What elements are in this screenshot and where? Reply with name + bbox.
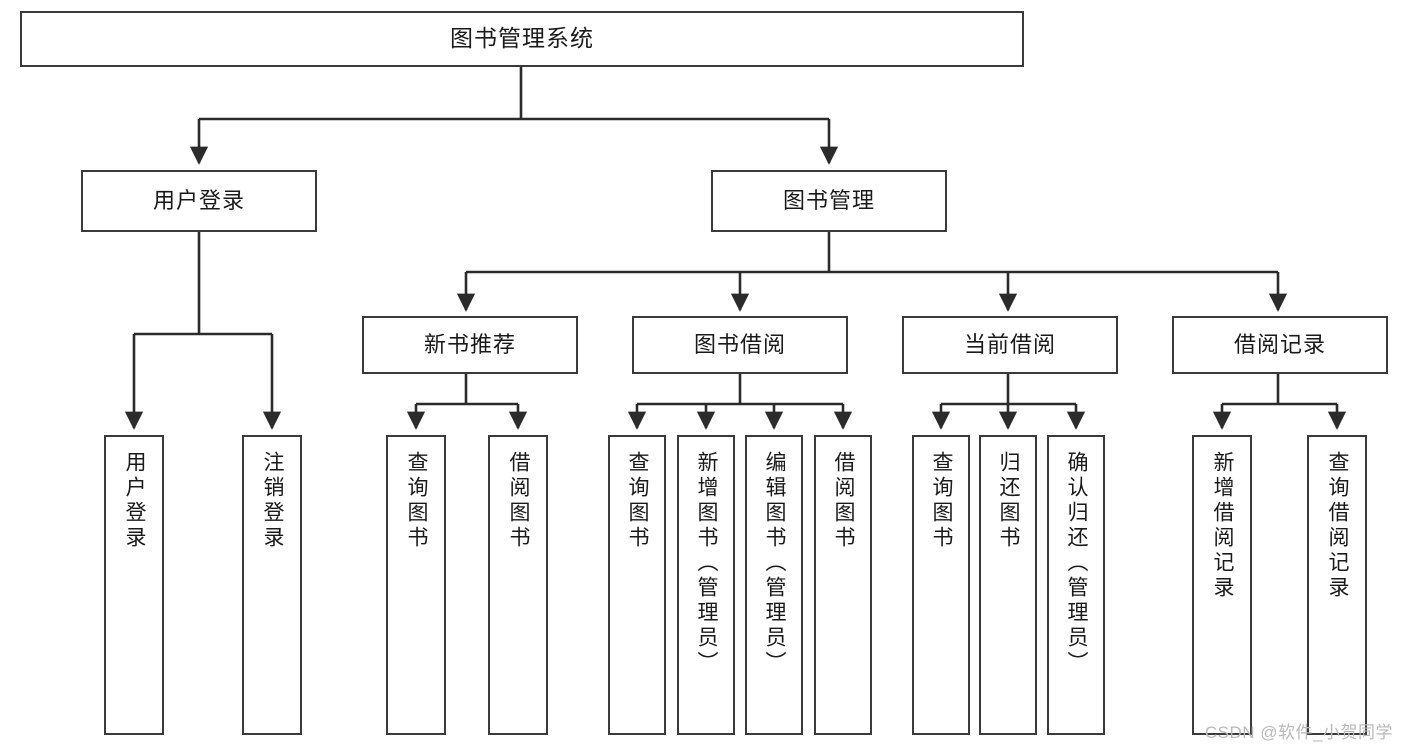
node-label: 借阅图书 bbox=[507, 451, 531, 551]
node-leaf-borrow-book-recommend[interactable]: 借阅图书 bbox=[488, 435, 548, 735]
node-leaf-user-logout[interactable]: 注销登录 bbox=[242, 435, 302, 735]
node-label: 用户登录 bbox=[123, 451, 147, 551]
node-leaf-query-book-recommend[interactable]: 查询图书 bbox=[386, 435, 446, 735]
node-user-login[interactable]: 用户登录 bbox=[81, 170, 317, 232]
node-label: 图书管理系统 bbox=[450, 25, 594, 52]
node-leaf-query-borrow-record[interactable]: 查询借阅记录 bbox=[1307, 435, 1367, 735]
node-label: 注销登录 bbox=[261, 451, 285, 551]
node-label: 确认归还（管理员） bbox=[1065, 451, 1089, 676]
node-leaf-add-borrow-record[interactable]: 新增借阅记录 bbox=[1192, 435, 1252, 735]
node-label: 借阅记录 bbox=[1233, 331, 1326, 357]
node-root-book-management-system[interactable]: 图书管理系统 bbox=[20, 11, 1024, 67]
node-current-borrow[interactable]: 当前借阅 bbox=[902, 316, 1118, 374]
node-label: 编辑图书（管理员） bbox=[763, 451, 787, 676]
node-label: 新增借阅记录 bbox=[1211, 451, 1235, 601]
node-leaf-confirm-return-admin[interactable]: 确认归还（管理员） bbox=[1047, 435, 1105, 735]
node-leaf-edit-book-admin[interactable]: 编辑图书（管理员） bbox=[745, 435, 803, 735]
node-label: 当前借阅 bbox=[963, 331, 1056, 357]
csdn-watermark: CSDN @软件_小贺同学 bbox=[1204, 723, 1393, 742]
node-new-book-recommend[interactable]: 新书推荐 bbox=[362, 316, 578, 374]
node-leaf-borrow-book[interactable]: 借阅图书 bbox=[814, 435, 872, 735]
node-label: 新增图书（管理员） bbox=[695, 451, 719, 676]
node-leaf-query-book-borrow[interactable]: 查询图书 bbox=[608, 435, 666, 735]
node-label: 图书管理 bbox=[782, 187, 875, 213]
node-label: 用户登录 bbox=[152, 187, 245, 213]
node-label: 查询图书 bbox=[626, 451, 650, 551]
node-label: 新书推荐 bbox=[423, 331, 516, 357]
node-leaf-return-book[interactable]: 归还图书 bbox=[979, 435, 1037, 735]
node-leaf-add-book-admin[interactable]: 新增图书（管理员） bbox=[677, 435, 735, 735]
node-label: 查询图书 bbox=[405, 451, 429, 551]
node-label: 查询图书 bbox=[930, 451, 954, 551]
node-leaf-query-book-current[interactable]: 查询图书 bbox=[912, 435, 970, 735]
node-label: 图书借阅 bbox=[693, 331, 786, 357]
node-label: 借阅图书 bbox=[832, 451, 856, 551]
node-label: 查询借阅记录 bbox=[1326, 451, 1350, 601]
node-borrow-record[interactable]: 借阅记录 bbox=[1172, 316, 1388, 374]
node-book-borrow[interactable]: 图书借阅 bbox=[632, 316, 848, 374]
node-leaf-user-login[interactable]: 用户登录 bbox=[104, 435, 164, 735]
node-label: 归还图书 bbox=[997, 451, 1021, 551]
node-book-management[interactable]: 图书管理 bbox=[711, 170, 947, 232]
